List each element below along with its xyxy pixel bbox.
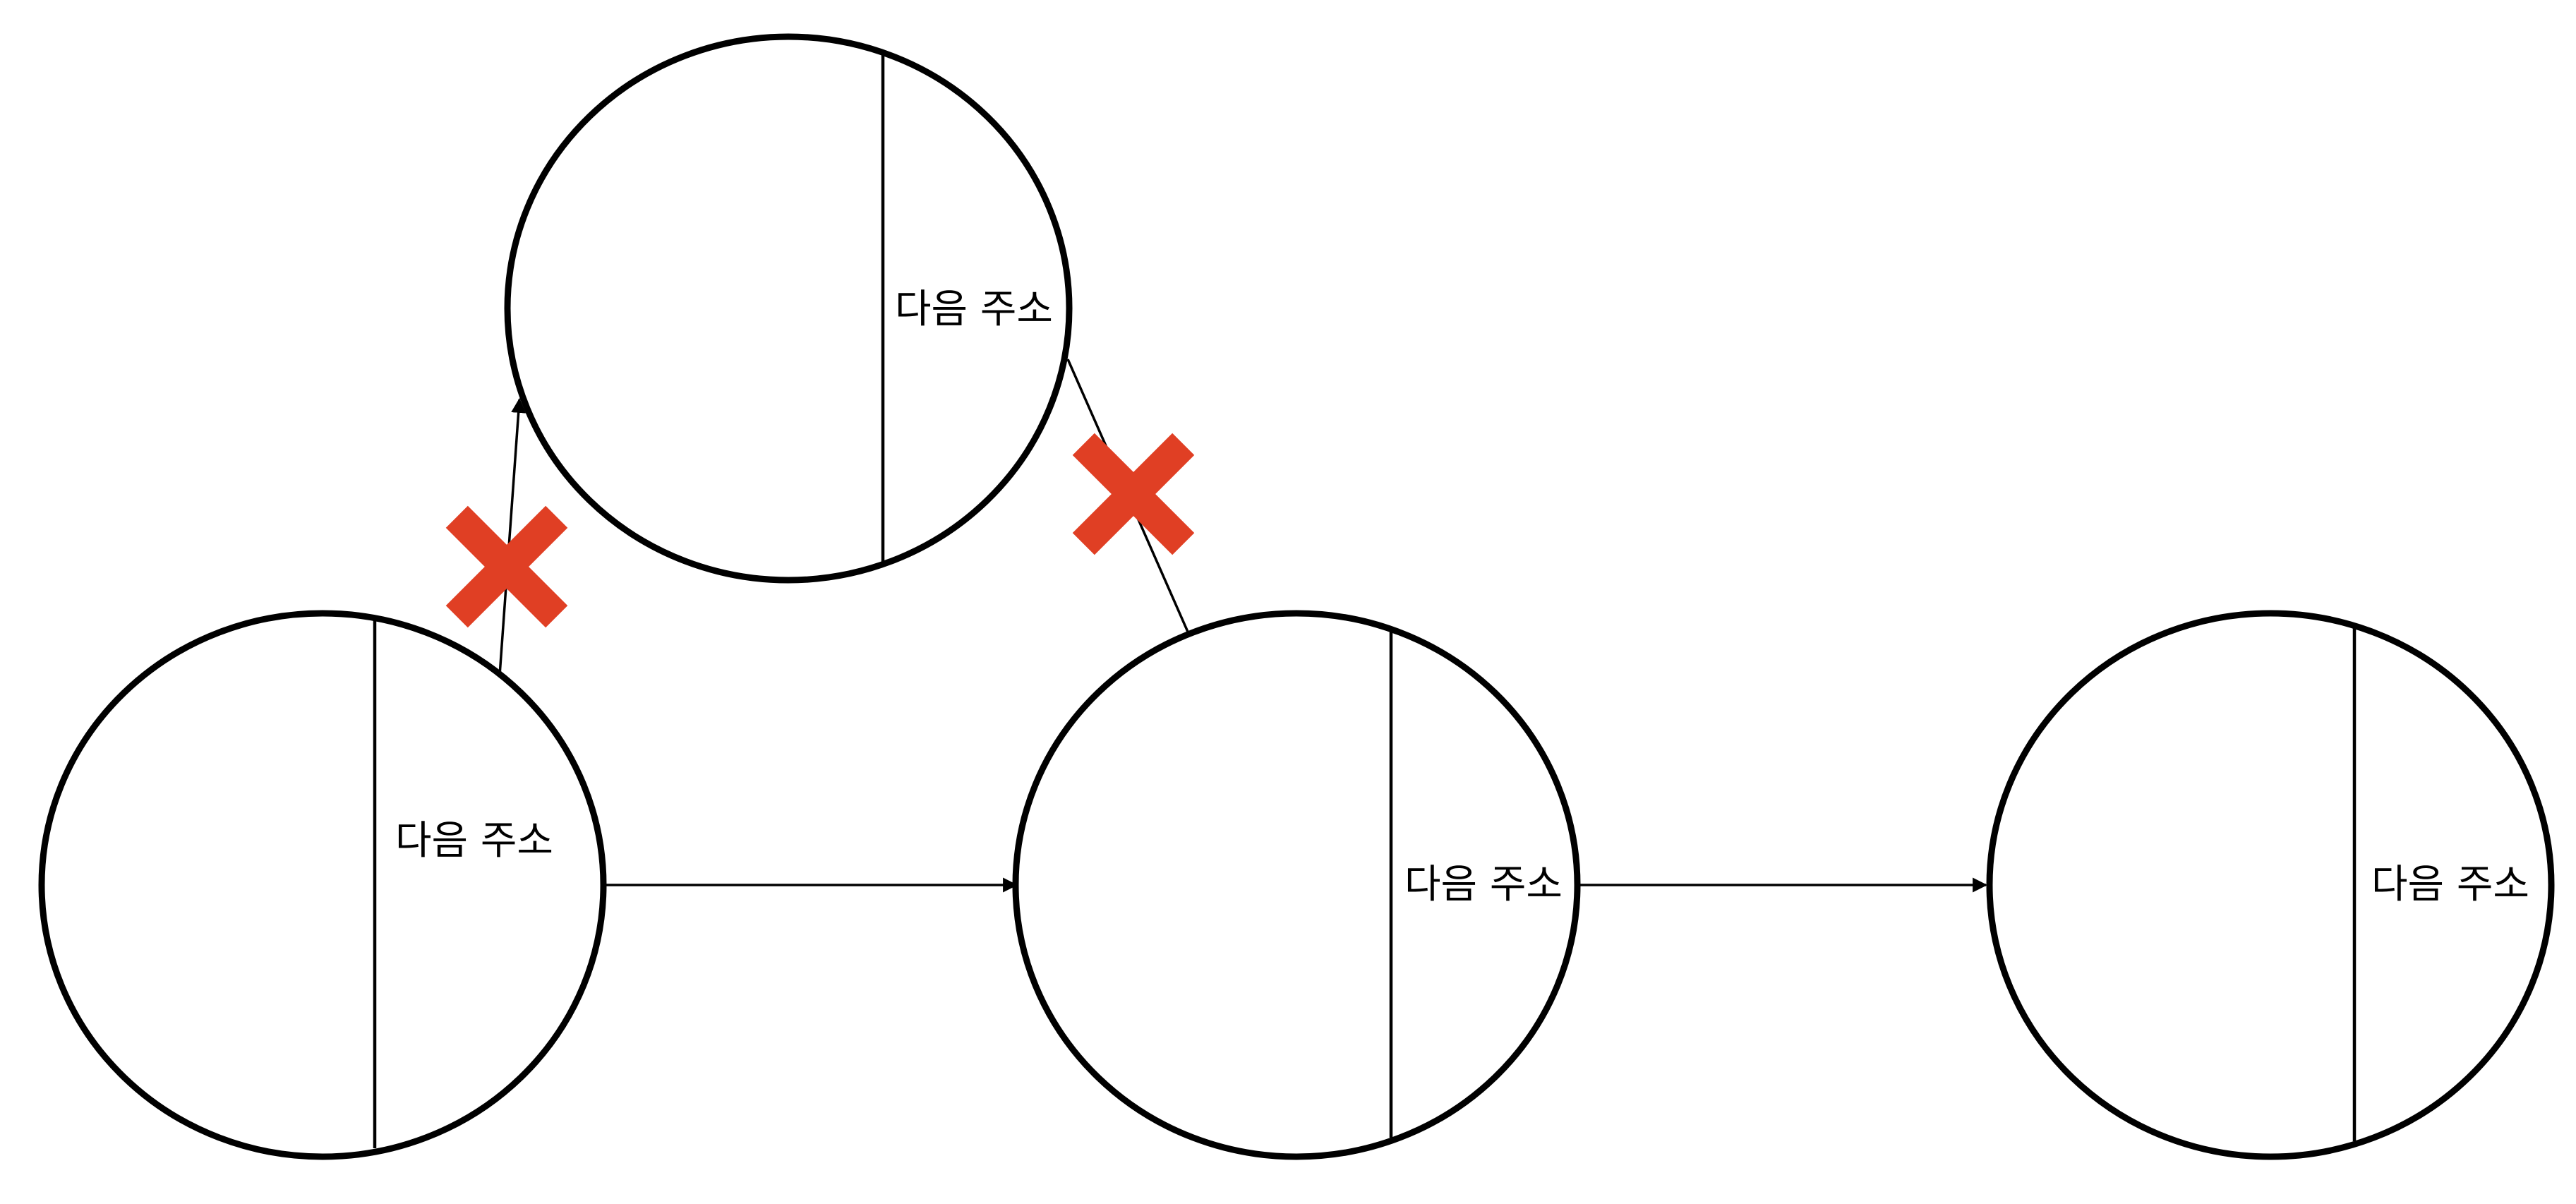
node-2: 다음 주소	[1012, 610, 1581, 1160]
node-new: 다음 주소	[504, 33, 1073, 584]
node-1: 다음 주소	[38, 610, 607, 1160]
node-new-shape	[504, 33, 1073, 584]
node-2-next-address-label: 다음 주소	[1404, 862, 1563, 908]
node-1-next-address-label: 다음 주소	[395, 818, 553, 864]
node-3-shape	[1986, 610, 2555, 1160]
node-1-shape	[38, 610, 607, 1160]
x-mark-icon	[1072, 433, 1195, 555]
node-new-next-address-label: 다음 주소	[895, 287, 1053, 332]
node-2-shape	[1012, 610, 1581, 1160]
node-3-next-address-label: 다음 주소	[2371, 862, 2529, 908]
x-mark-icon	[445, 505, 568, 628]
node-3: 다음 주소	[1986, 610, 2555, 1160]
